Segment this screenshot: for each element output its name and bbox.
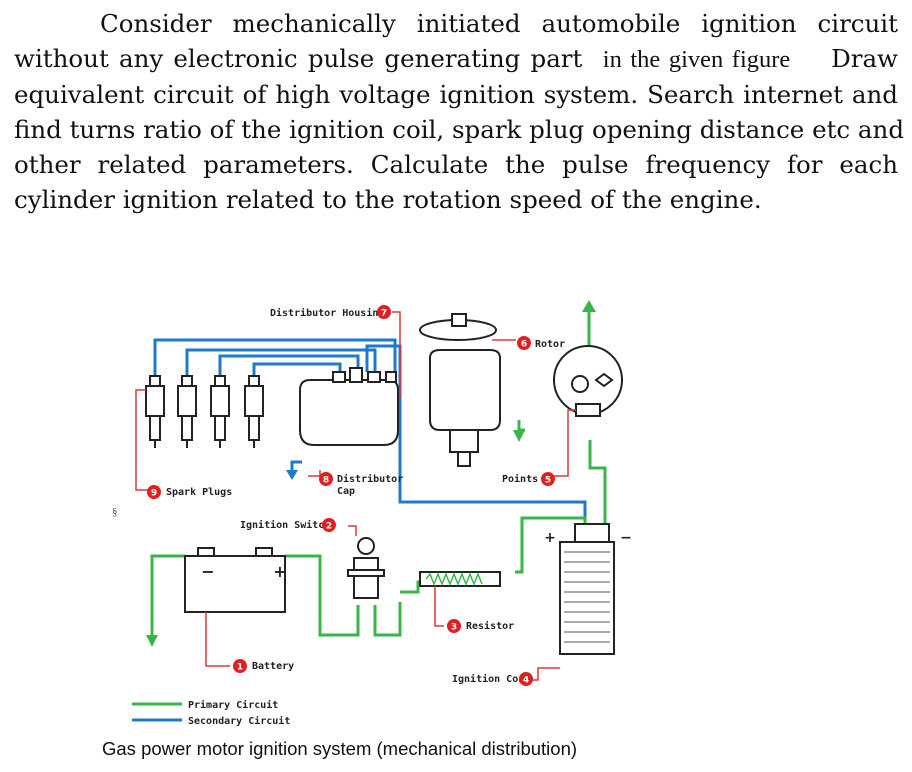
label-distributor-cap-2: Cap [337, 486, 355, 497]
ignition-switch-leader [348, 525, 357, 536]
badge-5 [541, 472, 555, 486]
badge-2 [322, 518, 336, 532]
badge-6 [517, 336, 531, 350]
ignition-switch [347, 537, 385, 599]
primary-arrow-down [146, 635, 158, 647]
label-ignition-coil: Ignition Coil [452, 673, 530, 685]
battery-minus: − [201, 562, 214, 581]
badge-9-number: 9 [151, 489, 157, 499]
legend-primary-label: Primary Circuit [188, 699, 278, 711]
badge-4 [519, 672, 533, 686]
stray-mark: § [112, 506, 118, 518]
points-leader [550, 409, 576, 477]
question-line-4: find turns ratio of the ignition coil, s… [14, 115, 905, 144]
spark-plug-2 [177, 375, 197, 448]
legend-secondary-label: Secondary Circuit [188, 715, 290, 727]
spark-plug-4 [244, 375, 264, 448]
badge-9 [147, 485, 161, 499]
resistor-leader [434, 586, 444, 627]
figure-caption: Gas power motor ignition system (mechani… [102, 738, 578, 759]
question-line-1: Consider mechanically initiated automobi… [100, 9, 898, 38]
secondary-arrow-down [286, 470, 298, 480]
badge-2-number: 2 [326, 522, 332, 532]
question-line-6: cylinder ignition related to the rotatio… [14, 185, 762, 214]
spark-plug-1 [145, 375, 165, 448]
badge-1 [233, 659, 247, 673]
secondary-wires [153, 338, 587, 525]
question-line-5: other related parameters. Calculate the … [14, 150, 898, 179]
question-text: Consider mechanically initiated automobi… [14, 6, 905, 217]
question-line-2-part-a: without any electronic pulse generating … [14, 44, 583, 73]
coil-minus: − [620, 530, 632, 546]
badge-7-number: 7 [381, 309, 387, 319]
label-rotor: Rotor [535, 339, 565, 350]
spark-plug-3 [210, 375, 230, 448]
question-line-2: without any electronic pulse generating … [14, 41, 898, 77]
label-distributor-cap-1: Distributor [337, 473, 403, 485]
badge-7 [377, 305, 391, 319]
battery-leader [205, 612, 230, 667]
distributor-housing [419, 313, 501, 467]
badge-8 [319, 472, 333, 486]
question-line-3: equivalent circuit of high voltage ignit… [14, 80, 898, 109]
resistor [419, 571, 501, 587]
badge-1-number: 1 [237, 663, 243, 673]
label-ignition-switch: Ignition Switch [240, 519, 330, 531]
question-line-2-part-b: Draw [831, 44, 899, 73]
battery [184, 547, 286, 613]
badge-6-number: 6 [521, 340, 527, 350]
label-spark-plugs: Spark Plugs [166, 487, 232, 498]
label-resistor: Resistor [466, 620, 514, 632]
ignition-diagram: Distributor Housing 7 6 Rotor 9 Spark Pl… [130, 280, 678, 728]
badge-3 [447, 619, 461, 633]
question-inline-note: in the given figure [602, 46, 791, 73]
points-arrow-down [513, 430, 525, 442]
ignition-coil-leader [530, 667, 560, 681]
label-battery: Battery [252, 661, 294, 672]
battery-plus: + [273, 562, 286, 581]
ignition-coil [559, 523, 615, 655]
distributor-cap [299, 367, 399, 446]
primary-arrow-up [582, 300, 596, 312]
badge-5-number: 5 [545, 476, 551, 486]
spark-plugs-leader [135, 389, 148, 491]
rotor [553, 345, 623, 417]
distributor-housing-leader [392, 311, 401, 398]
badge-4-number: 4 [523, 676, 529, 686]
badge-8-number: 8 [323, 476, 329, 486]
badge-3-number: 3 [451, 623, 457, 633]
label-points: Points [502, 473, 538, 485]
coil-plus: + [544, 530, 556, 546]
label-distributor-housing: Distributor Housing [270, 307, 384, 319]
